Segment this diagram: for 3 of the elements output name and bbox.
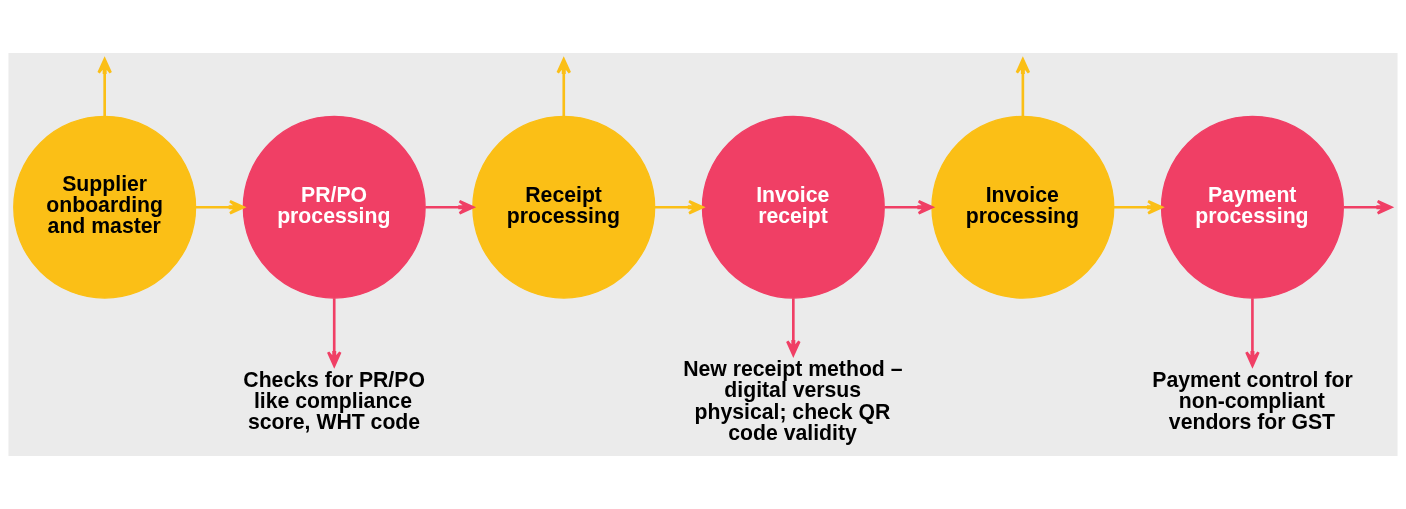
node-text: New receipt method – digital versus physical; check QR code validity [683,357,903,444]
node-text: Payment control for non-compliant vendors for GST [1152,367,1353,434]
node-text: Checks for PR/PO like compliance score, WHT code [243,367,425,434]
